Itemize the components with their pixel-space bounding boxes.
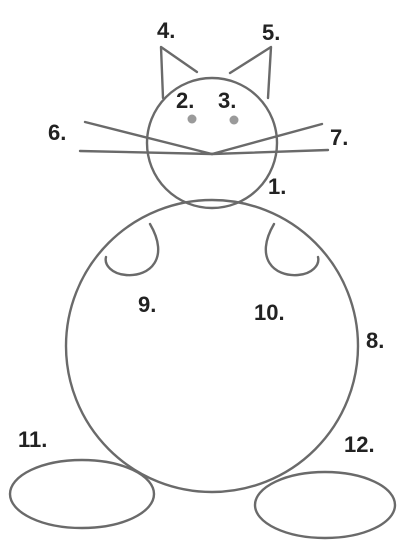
- left-whisker-bottom: [80, 151, 212, 154]
- right-foot: [255, 472, 395, 538]
- label-foot-right: 12.: [344, 432, 375, 457]
- label-body: 8.: [366, 328, 384, 353]
- label-head: 1.: [268, 174, 286, 199]
- label-whiskers-left: 6.: [48, 120, 66, 145]
- label-ear-right: 5.: [262, 20, 280, 45]
- label-ear-left: 4.: [157, 18, 175, 43]
- left-foot: [10, 460, 154, 528]
- left-arm: [106, 224, 158, 275]
- label-arm-left: 9.: [138, 292, 156, 317]
- right-whisker-bottom: [212, 150, 328, 154]
- label-eye-left: 2.: [176, 88, 194, 113]
- body-circle: [66, 200, 358, 492]
- label-whiskers-right: 7.: [330, 125, 348, 150]
- label-arm-right: 10.: [254, 300, 285, 325]
- right-arm: [266, 224, 318, 275]
- right-whisker-top: [212, 124, 322, 154]
- left-eye: [188, 115, 197, 124]
- label-foot-left: 11.: [18, 427, 47, 452]
- label-eye-right: 3.: [218, 88, 236, 113]
- right-eye: [230, 116, 239, 125]
